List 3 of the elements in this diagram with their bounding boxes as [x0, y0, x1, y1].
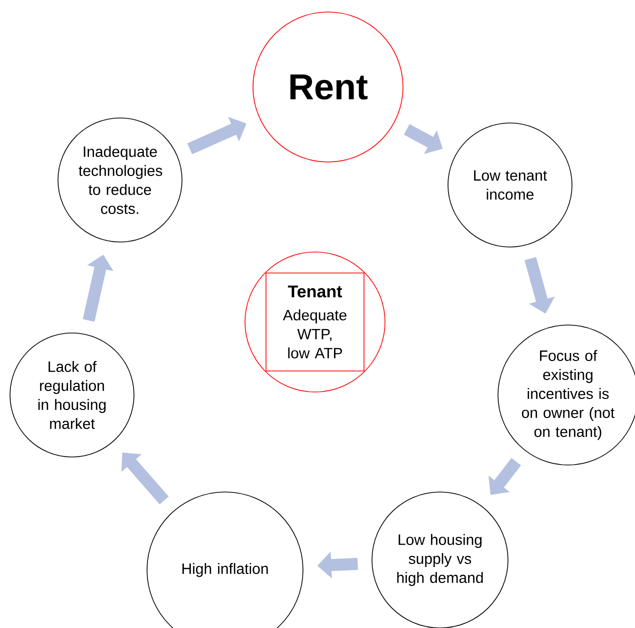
circle — [244, 252, 386, 392]
block-arrow — [121, 452, 169, 504]
text-box: Tenant Adequate WTP, low ATP — [266, 272, 364, 372]
